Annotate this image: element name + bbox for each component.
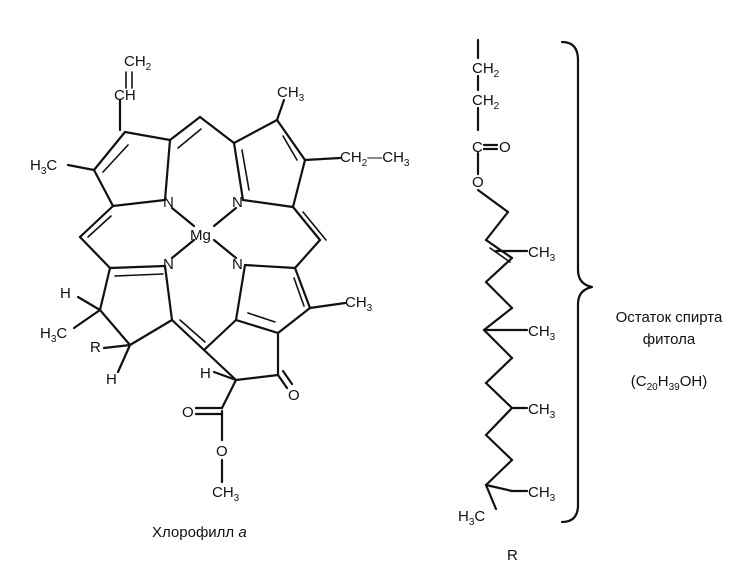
chlorophyll-bonds (66, 71, 347, 484)
phytol-ch2-a-label: CH2 (472, 60, 500, 80)
r-group-label: R (90, 339, 101, 356)
h-ring5-label: H (200, 365, 211, 382)
annotation: Остаток спирта фитола (C20H39OH) (616, 309, 723, 393)
phytol-carbonyl-c-label: C (472, 139, 483, 156)
chlorophyll-caption: Хлорофилл a (152, 524, 247, 541)
curly-brace (560, 40, 594, 524)
methyl-ring4-label: H3C (40, 325, 67, 345)
phytol-terminal-label: H3C (458, 508, 485, 528)
vinyl-ch2-label: CH2 (124, 53, 152, 73)
methyl-top-right-label: CH3 (277, 84, 305, 104)
phytol-methyl-3-label: CH3 (528, 401, 556, 421)
chlorophyll-labels: CH2 CH CH3 CH2—CH3 H3C CH3 H H3C R H H O… (30, 53, 410, 541)
phytol-methyl-4-label: CH3 (528, 484, 556, 504)
phytol-methyl-2-label: CH3 (528, 323, 556, 343)
mg-label: Mg (190, 227, 211, 244)
ketone-o-label: O (288, 387, 300, 404)
h-top-left-label: H (60, 285, 71, 302)
ester-o-double-label: O (182, 404, 194, 421)
n-top-left-label: N (163, 194, 174, 211)
phytol-methyl-1-label: CH3 (528, 244, 556, 264)
vinyl-ch-label: CH (114, 87, 136, 104)
n-top-right-label: N (232, 194, 243, 211)
methyl-left-label: H3C (30, 157, 57, 177)
n-bottom-left-label: N (163, 256, 174, 273)
ester-ch3-label: CH3 (212, 484, 240, 504)
annotation-line1: Остаток спирта (616, 309, 723, 326)
phytol-bonds (476, 38, 529, 511)
methyl-right-label: CH3 (345, 294, 373, 314)
n-bottom-right-label: N (232, 256, 243, 273)
annotation-formula: (C20H39OH) (631, 373, 707, 393)
phytol-ch2-b-label: CH2 (472, 92, 500, 112)
ethyl-group-label: CH2—CH3 (340, 149, 410, 169)
phytol-carbonyl-o-label: O (499, 139, 511, 156)
h-lower-left-label: H (106, 371, 117, 388)
phytol-ester-o-label: O (472, 174, 484, 191)
ester-o-single-label: O (216, 443, 228, 460)
phytol-labels: CH2 CH2 C O O CH3 CH3 CH3 CH3 H3C R (458, 60, 556, 564)
phytol-caption: R (507, 547, 518, 564)
annotation-line2: фитола (643, 331, 696, 348)
